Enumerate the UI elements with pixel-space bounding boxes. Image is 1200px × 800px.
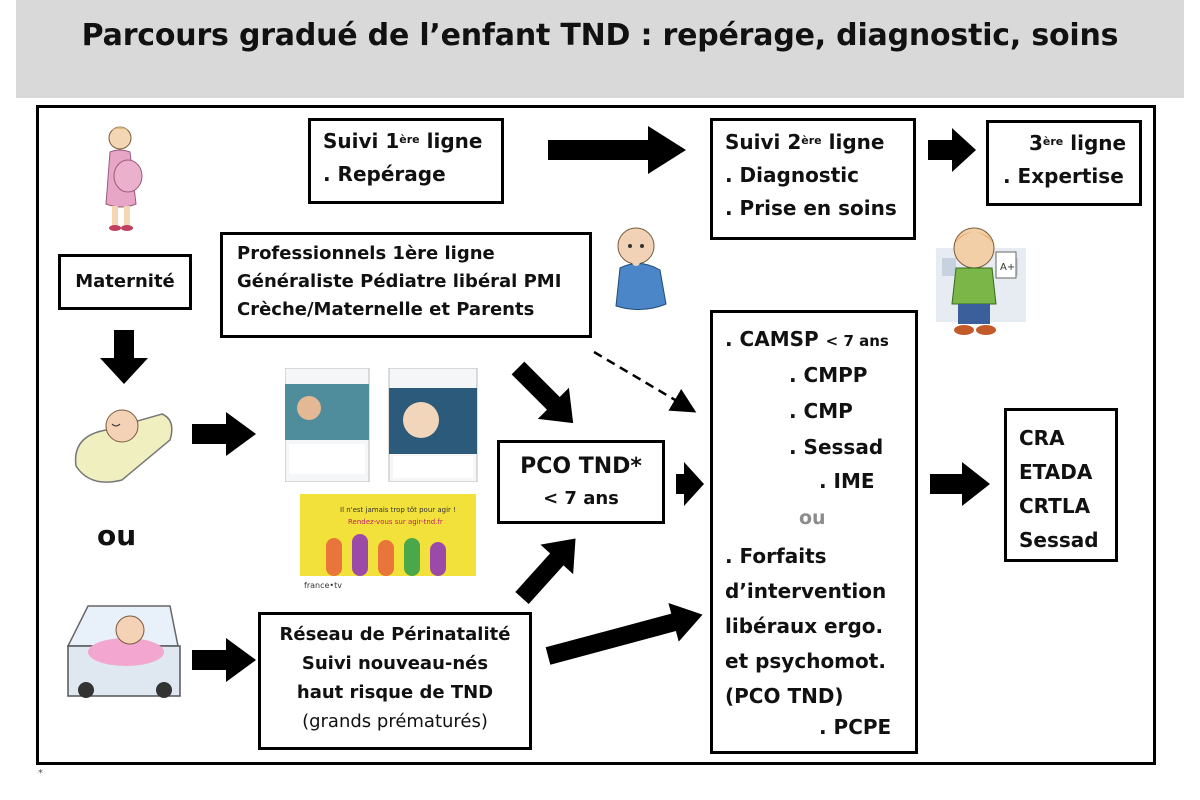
brochure-icon — [285, 368, 478, 482]
svg-text:A+: A+ — [1000, 262, 1015, 273]
arrow-incubator-to-reseau — [192, 638, 256, 682]
reseau-perinatalite-box: Réseau de Périnatalité Suivi nouveau-nés… — [258, 612, 532, 750]
schoolboy-icon: A+ — [936, 227, 1026, 335]
incubator-baby-icon — [66, 605, 181, 698]
dashed-arrow-professionnels-to-services — [593, 350, 697, 413]
page-title: Parcours gradué de l’enfant TND : repéra… — [81, 18, 1119, 53]
arrow-services-to-cra — [930, 462, 990, 506]
arrow-professionnels-to-pco — [511, 361, 574, 424]
services-box: . CAMSP < 7 ans . CMPP . CMP . Sessad . … — [710, 310, 918, 754]
3eme-ligne-box: 3ère ligne . Expertise — [986, 120, 1142, 206]
arrow-maternite-down — [100, 330, 148, 384]
title-banner: Parcours gradué de l’enfant TND : repéra… — [16, 0, 1184, 98]
maternite-box: Maternité — [58, 254, 192, 310]
cra-expertise-box: CRA ETADA CRTLA Sessad — [1004, 408, 1118, 562]
ou-label: ou — [97, 519, 137, 552]
arrow-pco-to-services — [676, 462, 704, 506]
pregnant-woman-icon — [105, 126, 143, 231]
professionnels-1ere-ligne-box: Professionnels 1ère ligne Généraliste Pé… — [220, 232, 592, 338]
diagram-frame — [36, 105, 1156, 765]
arrow-reseau-to-services — [545, 603, 703, 665]
footnote: * — [38, 768, 43, 779]
arrow-suivi1-to-suivi2 — [548, 126, 686, 174]
suivi-1ere-ligne-box: Suivi 1ère ligne . Repérage — [308, 118, 504, 204]
svg-text:Il n'est jamais trop tôt pour: Il n'est jamais trop tôt pour agir ! — [340, 506, 456, 514]
services-ou: ou — [799, 507, 826, 529]
suivi-2eme-ligne-box: Suivi 2ère ligne . Diagnostic . Prise en… — [710, 118, 916, 240]
arrow-reseau-to-pco — [515, 538, 576, 605]
baby-icon — [615, 227, 667, 310]
poster-icon: Il n'est jamais trop tôt pour agir ! Ren… — [300, 494, 476, 592]
suivi1-line-reperage: . Repérage — [323, 162, 446, 186]
arrow-suivi2-to-3e — [928, 128, 976, 172]
arrow-baby-to-brochures — [192, 412, 256, 456]
newborn-sleeping-icon — [74, 409, 173, 483]
svg-text:france•tv: france•tv — [304, 581, 342, 590]
svg-text:Rendez-vous sur agir-tnd.fr: Rendez-vous sur agir-tnd.fr — [348, 518, 443, 526]
pco-tnd-box: PCO TND* < 7 ans — [497, 440, 665, 524]
